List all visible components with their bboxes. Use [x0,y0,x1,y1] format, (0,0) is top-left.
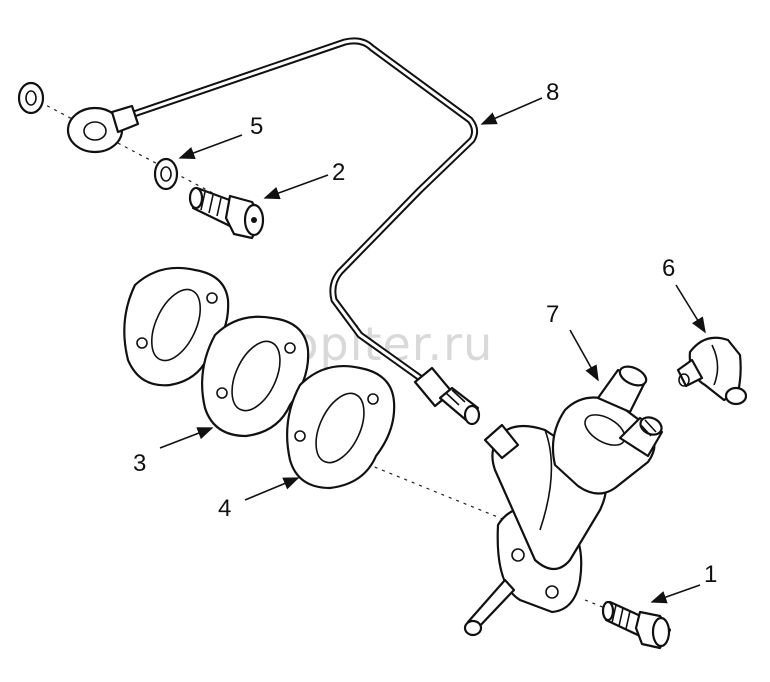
callout-1: 1 [704,561,717,588]
callout-2: 2 [332,159,345,186]
fuel-pump [463,365,664,637]
elbow-fitting [676,336,748,406]
banjo-bolt [188,186,265,240]
mounting-bolt [601,600,672,650]
callout-leaders [159,97,706,604]
callout-labels: 1 2 3 4 5 6 7 8 [133,79,717,588]
fuel-line-pipe [66,37,481,426]
callout-8: 8 [546,79,559,106]
callout-4: 4 [218,495,231,522]
sealing-washer-lower [153,157,179,191]
callout-3: 3 [133,450,146,477]
callout-6: 6 [662,255,675,282]
gasket-inner [286,364,396,490]
callout-7: 7 [546,301,559,328]
callout-5: 5 [250,113,263,140]
spacer-plate [201,315,310,438]
sealing-washer-upper [17,81,45,115]
